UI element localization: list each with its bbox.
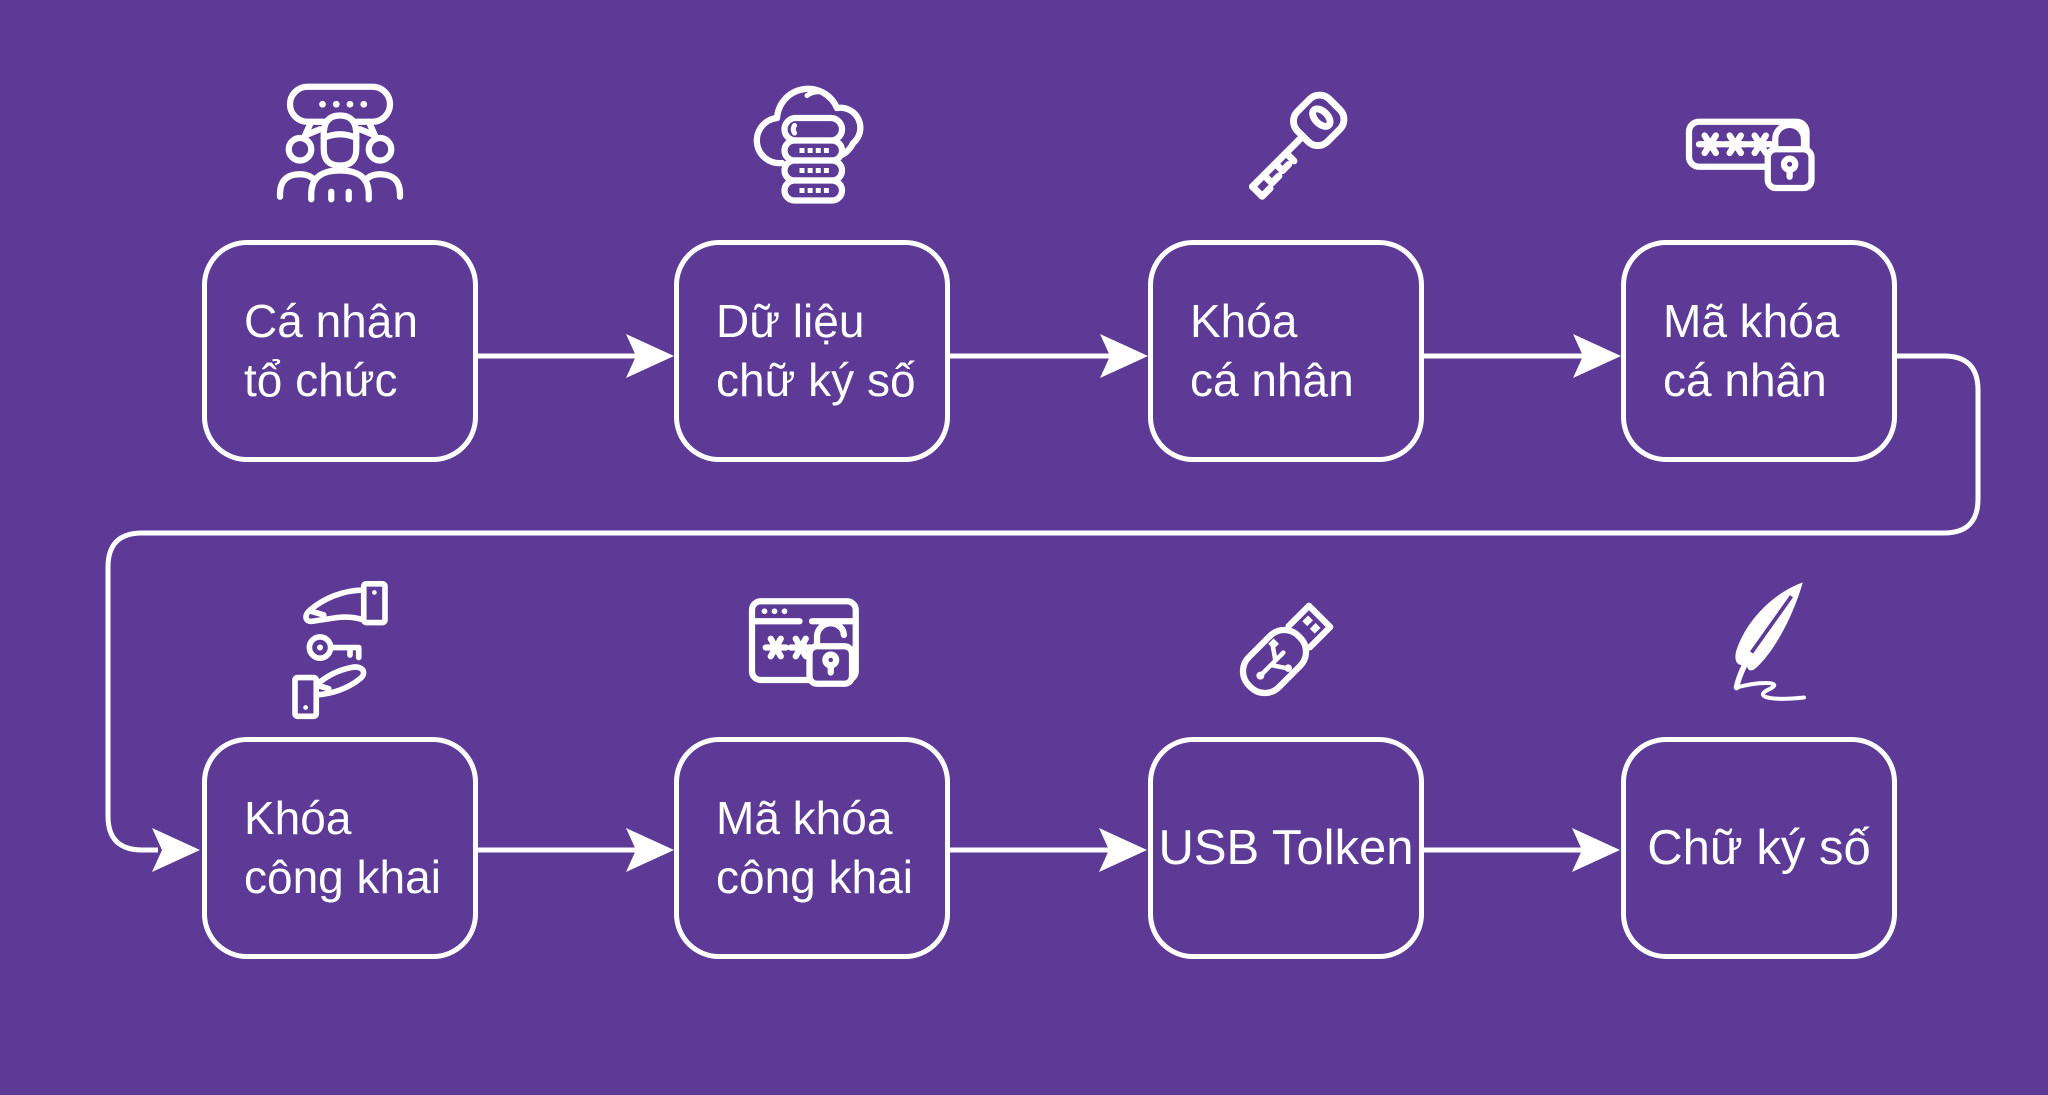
- label-line: Khóa: [1190, 295, 1298, 347]
- label-line: Mã khóa: [1663, 295, 1840, 347]
- flow-step-box-4: Mã khóa cá nhân: [1621, 240, 1897, 462]
- flow-step-box-3: Khóa cá nhân: [1148, 240, 1424, 462]
- browser-unlock-icon: [737, 575, 887, 725]
- key-icon: [1211, 78, 1361, 228]
- label-line: Chữ ký số: [1647, 820, 1871, 875]
- label-line: cá nhân: [1663, 354, 1827, 406]
- usb-token-icon: [1211, 575, 1361, 725]
- arrow-head-step1-step2: [626, 334, 674, 378]
- arrow-head-step5-step6: [626, 828, 674, 872]
- quill-signature-icon: [1684, 575, 1834, 725]
- label-line: tổ chức: [244, 354, 398, 406]
- arrow-head-step4-step5: [152, 828, 200, 872]
- flow-step-label: Mã khóa công khai: [679, 789, 945, 907]
- flow-step-label: USB Tolken: [1153, 819, 1419, 878]
- label-line: Mã khóa: [716, 792, 893, 844]
- password-lock-icon: [1684, 78, 1834, 228]
- flow-step-box-8: Chữ ký số: [1621, 737, 1897, 959]
- label-line: chữ ký số: [716, 354, 916, 406]
- arrow-head-step3-step4: [1573, 334, 1621, 378]
- flow-step-box-5: Khóa công khai: [202, 737, 478, 959]
- label-line: cá nhân: [1190, 354, 1354, 406]
- flow-step-label: Khóa công khai: [207, 789, 473, 907]
- connector-line-step4-step5: [105, 353, 1981, 853]
- label-line: Cá nhân: [244, 295, 418, 347]
- flow-step-label: Khóa cá nhân: [1153, 292, 1419, 410]
- flow-step-label: Chữ ký số: [1626, 819, 1892, 878]
- label-line: công khai: [244, 851, 441, 903]
- label-line: Khóa: [244, 792, 352, 844]
- people-discussion-icon: [265, 78, 415, 228]
- flow-step-label: Dữ liệu chữ ký số: [679, 292, 945, 410]
- cloud-database-icon: [737, 78, 887, 228]
- arrow-head-step2-step3: [1100, 334, 1148, 378]
- label-line: công khai: [716, 851, 913, 903]
- arrow-head-step7-step8: [1572, 828, 1620, 872]
- flow-step-box-7: USB Tolken: [1148, 737, 1424, 959]
- flow-step-label: Mã khóa cá nhân: [1626, 292, 1892, 410]
- arrow-head-step6-step7: [1099, 828, 1147, 872]
- label-line: Dữ liệu: [716, 295, 865, 347]
- hands-key-icon: [265, 575, 415, 725]
- flow-step-box-6: Mã khóa công khai: [674, 737, 950, 959]
- label-line: USB Tolken: [1158, 820, 1414, 875]
- flow-step-label: Cá nhân tổ chức: [207, 292, 473, 410]
- flow-step-box-1: Cá nhân tổ chức: [202, 240, 478, 462]
- flow-step-box-2: Dữ liệu chữ ký số: [674, 240, 950, 462]
